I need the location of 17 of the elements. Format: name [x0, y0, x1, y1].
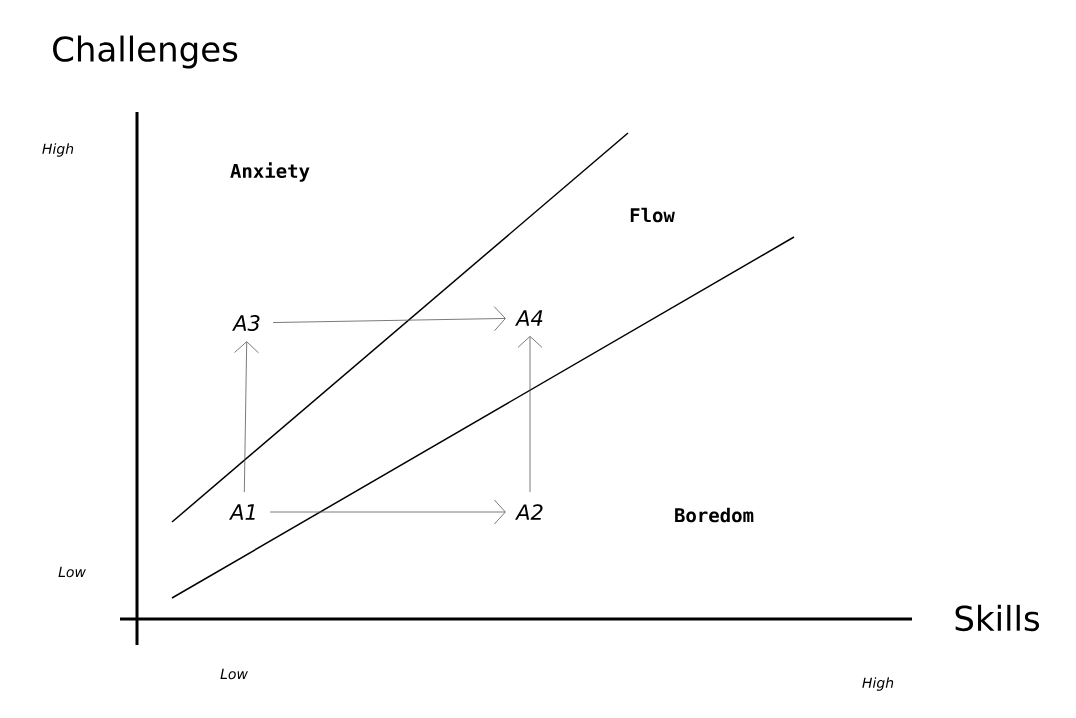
region-label: Boredom	[675, 507, 754, 523]
axis-tick-label: High	[862, 677, 894, 691]
state-label: A3	[232, 315, 260, 331]
region-label: Anxiety	[230, 162, 310, 182]
region-label: Flow	[630, 207, 675, 223]
axis-title: Skills	[955, 604, 1040, 632]
state-label: A2	[515, 504, 543, 520]
state-label: A1	[229, 504, 255, 520]
axis-title: Challenges	[53, 35, 238, 69]
arrow	[272, 306, 506, 332]
axis-tick-label: Low	[58, 566, 86, 578]
axis-tick-label: High	[42, 143, 74, 157]
axis-tick-label: Low	[220, 668, 248, 680]
arrow	[269, 499, 506, 525]
arrow	[517, 336, 543, 493]
state-label: A4	[515, 310, 543, 326]
arrow	[234, 341, 259, 493]
